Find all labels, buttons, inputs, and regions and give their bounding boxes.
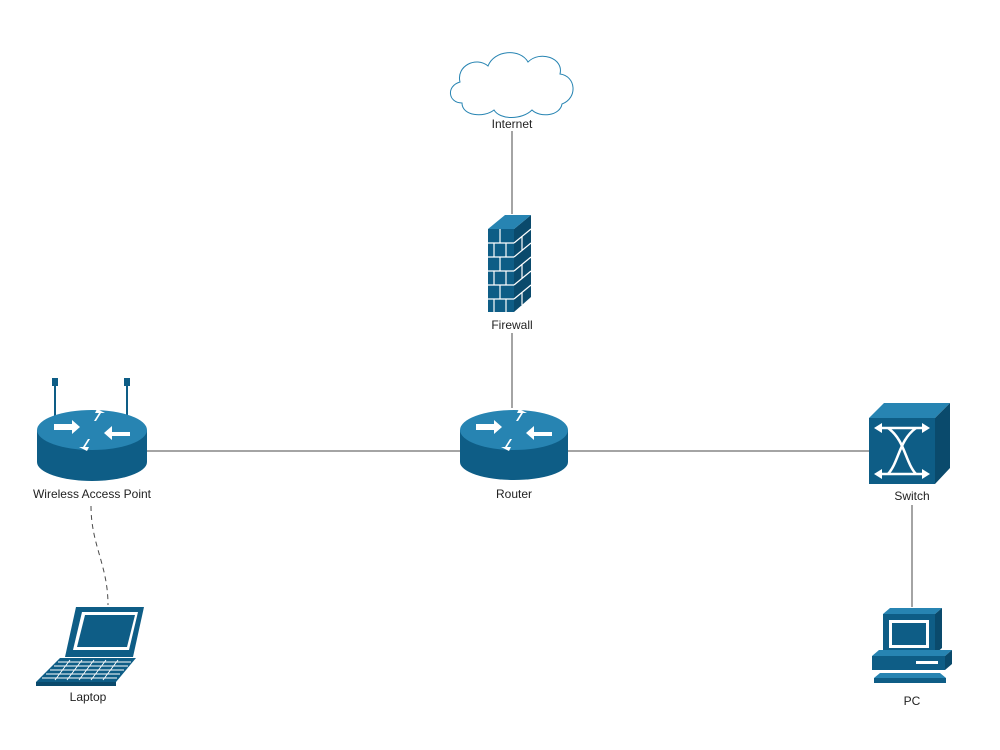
internet-label: Internet [492, 117, 533, 131]
firewall-label: Firewall [491, 318, 532, 332]
node-internet[interactable]: Internet [450, 52, 574, 131]
pc-icon [872, 608, 952, 683]
node-firewall[interactable]: Firewall [488, 215, 533, 332]
switch-label: Switch [894, 489, 929, 503]
firewall-icon [488, 215, 532, 312]
node-wap[interactable]: Wireless Access Point [33, 378, 152, 501]
node-laptop[interactable]: Laptop [36, 607, 144, 704]
edge-wap-laptop [90, 505, 109, 606]
node-switch[interactable]: Switch [869, 403, 950, 503]
wap-label: Wireless Access Point [33, 487, 152, 501]
cloud-icon [450, 52, 574, 118]
pc-label: PC [904, 694, 921, 708]
router-label: Router [496, 487, 532, 501]
router-icon [460, 409, 568, 480]
node-router[interactable]: Router [460, 409, 568, 501]
wireless-access-point-icon [37, 378, 147, 481]
laptop-label: Laptop [70, 690, 107, 704]
laptop-icon [36, 607, 144, 686]
switch-icon [869, 403, 950, 484]
node-pc[interactable]: PC [872, 608, 952, 708]
